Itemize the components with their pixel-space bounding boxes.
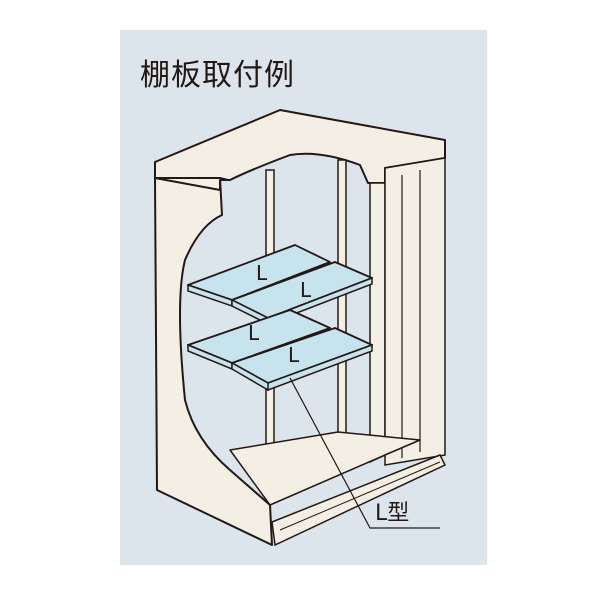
front-right-post [369,182,386,464]
cabinet-left-panel [154,177,273,546]
shelf-label-lower-left: L [248,321,260,345]
bottom-rail [271,454,447,547]
back-post-right [337,159,347,439]
bottom-rail-line [279,461,441,531]
callout-leader-line [289,377,440,529]
page-title: 棚板取付例 [140,58,295,93]
shelf-label-lower-right: L [288,343,300,367]
callout-label: L型 [375,501,409,526]
shelf-label-upper-right: L [300,278,312,302]
top-board-edge [154,162,229,181]
right-side-panel [384,157,446,466]
shelf-lower-right-front [231,343,373,392]
shelf-label-upper-left: L [256,261,268,285]
